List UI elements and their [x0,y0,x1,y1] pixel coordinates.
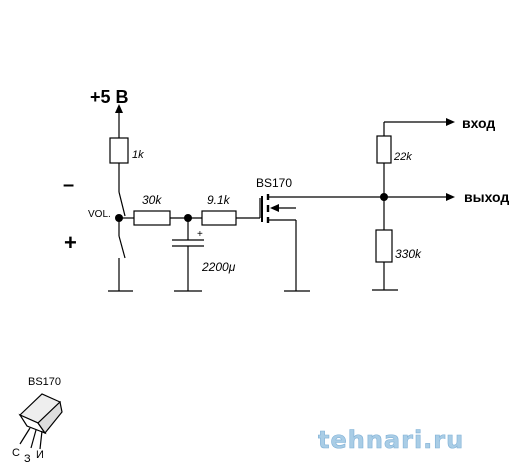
arrowheads [115,104,455,212]
junction-dot [184,214,192,222]
package-title: BS170 [28,376,61,388]
resistor-330k [375,229,393,263]
resistor-1k [109,137,129,164]
pin-c-label: С [12,447,20,459]
junction-dot [380,193,388,201]
package-body [18,393,63,435]
wires [108,112,448,292]
resistors [109,135,393,263]
input-label: вход [462,115,495,131]
resistor-22k [376,135,392,164]
minus-sign: – [63,174,74,196]
transistor-package: BS170 С З И [12,376,63,465]
output-label: выход [464,189,509,205]
junction-dot [115,214,123,222]
supply-label: +5 В [90,87,129,107]
resistor-9k1 [201,210,237,226]
pin-i-label: И [36,449,44,461]
pin-z-label: З [24,453,31,465]
transistor-label: BS170 [256,176,292,190]
junction-dots [115,193,388,222]
watermark: tehnari.ru [318,426,464,454]
input-arrow-icon [446,118,455,126]
package-leads [19,427,43,450]
resistor-30k-label: 30k [142,193,162,207]
resistor-1k-label: 1k [132,149,144,161]
resistor-22k-label: 22k [393,151,412,163]
supply-arrow-icon [115,104,123,113]
resistor-9k1-label: 9.1k [207,193,231,207]
output-arrow-icon [446,193,455,201]
plus-sign: + [64,230,77,255]
resistor-330k-label: 330k [395,247,422,261]
vol-label: VOL. [88,209,111,220]
resistor-30k [133,210,171,226]
cap-plus-label: + [197,229,203,240]
capacitor-label: 2200μ [201,260,236,274]
mosfet-arrow-icon [270,204,279,212]
